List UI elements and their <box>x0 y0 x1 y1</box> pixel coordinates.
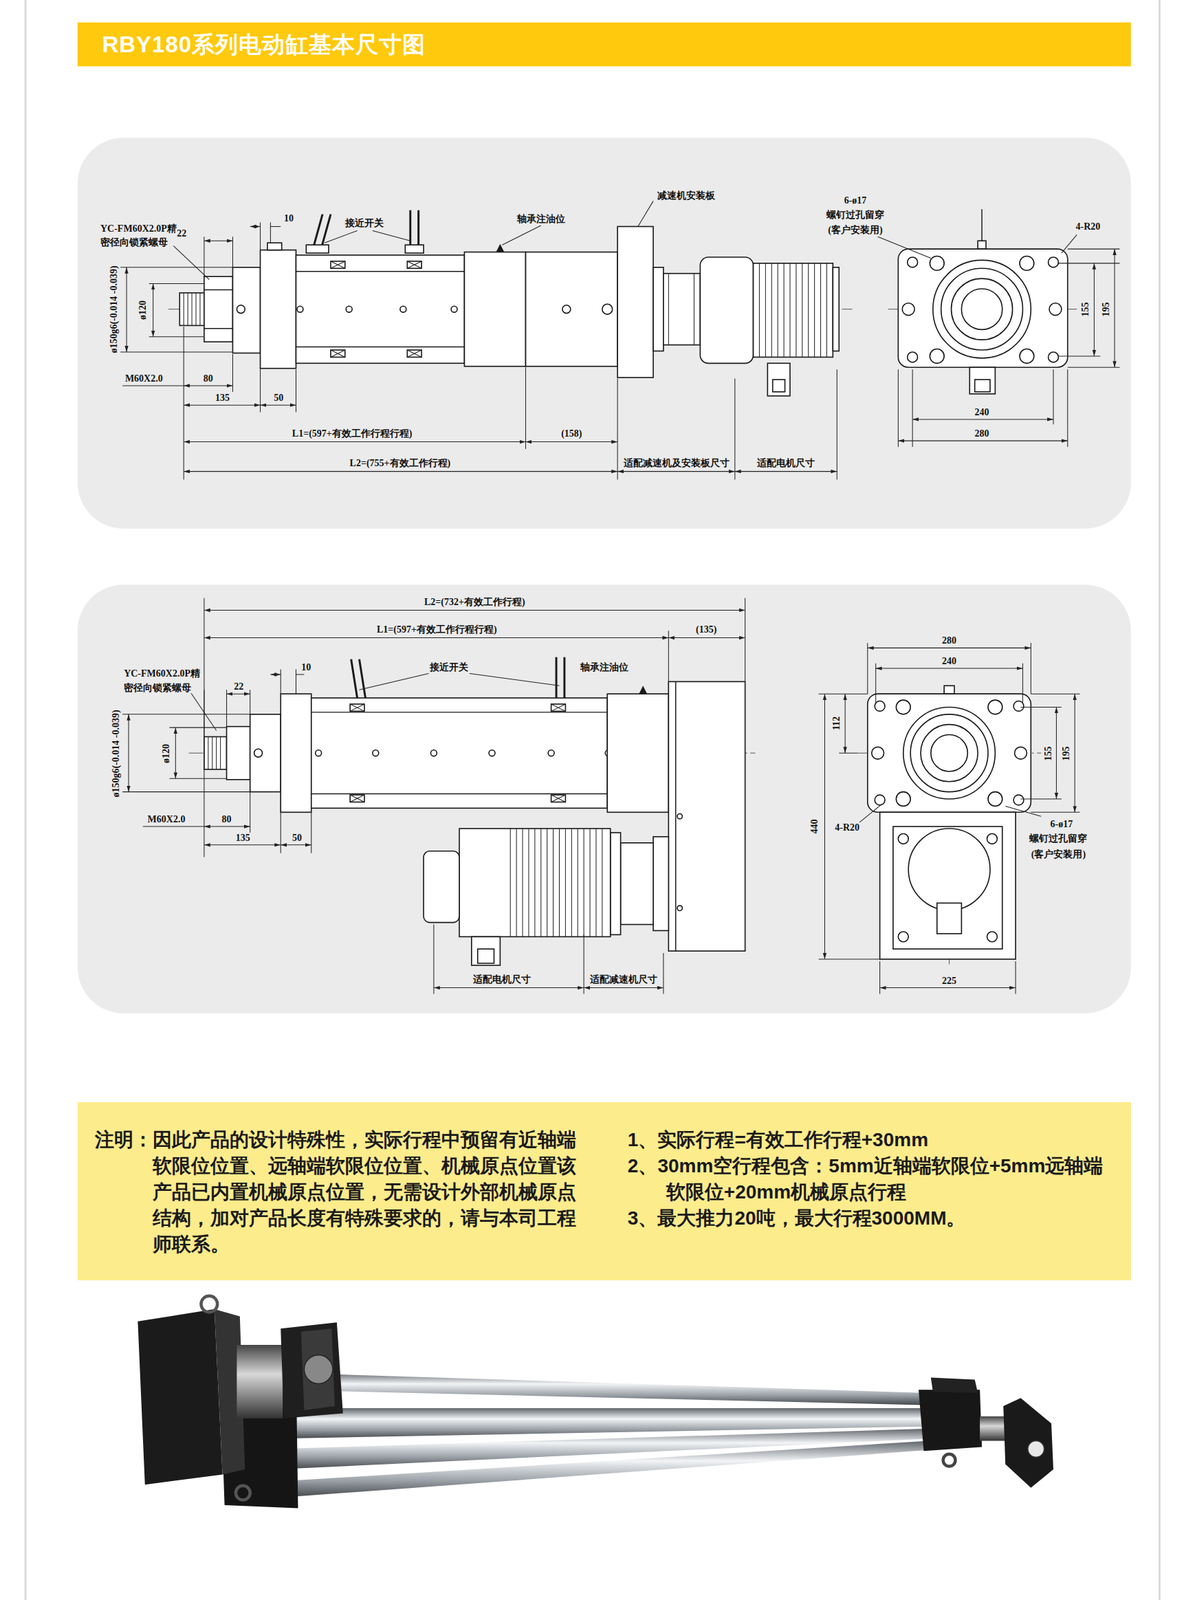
dimension-label: 155 <box>1043 744 1054 762</box>
drawing-label: 10 <box>299 662 313 673</box>
drawing-label: 10 <box>282 213 295 224</box>
dimension-label: ø120 <box>160 742 172 765</box>
drawing-label: 135 <box>234 832 252 843</box>
drawing-label: 225 <box>940 975 958 986</box>
page-frame <box>25 0 1160 1600</box>
drawing-label: 接近开关 <box>428 662 470 673</box>
drawing-label: 4-R20 <box>1074 221 1103 232</box>
drawing-label: L2=(732+有效工作行程) <box>422 596 527 608</box>
drawing-label: 280 <box>940 636 958 647</box>
drawing-label: 适配电机尺寸 <box>471 974 533 985</box>
drawing-label: 轴承注油位 <box>578 662 630 673</box>
dimension-label: 155 <box>1080 300 1092 318</box>
drawing-label: 22 <box>232 681 245 692</box>
drawing-label: 240 <box>973 407 991 418</box>
notes-list: 1、实际行程=有效工作行程+30mm2、30mm空行程包含：5mm近轴端软限位+… <box>627 1126 1120 1232</box>
note-text: 注明：因此产品的设计特殊性，实际行程中预留有近轴端软限位位置、远轴端软限位位置、… <box>94 1126 590 1258</box>
dimension-label: 440 <box>809 818 820 836</box>
drawing-label: 50 <box>272 392 285 403</box>
dimension-label: 112 <box>831 715 843 732</box>
dimension-label: ø120 <box>137 299 148 322</box>
notes-column: 注明：因此产品的设计特殊性，实际行程中预留有近轴端软限位位置、远轴端软限位位置、… <box>94 1126 590 1258</box>
drawing-label: 50 <box>290 832 304 843</box>
drawing-label: (158) <box>559 428 584 439</box>
dimension-label: 195 <box>1061 744 1072 762</box>
drawing-label: 接近开关 <box>343 217 386 229</box>
notes-band: 注明：因此产品的设计特殊性，实际行程中预留有近轴端软限位位置、远轴端软限位位置、… <box>77 1102 1132 1280</box>
drawing-label: YC-FM60X2.0P精 <box>99 223 179 234</box>
drawing-label: 4-R20 <box>833 822 861 833</box>
drawing-label: 减速机安装板 <box>655 190 717 201</box>
drawing-label: L1=(597+有效工作行程行程) <box>375 624 499 635</box>
inline-actuator-side-view <box>120 200 852 480</box>
end-view-top <box>878 209 1121 447</box>
drawing-label: M60X2.0 <box>146 814 188 825</box>
end-view-bottom <box>818 642 1081 995</box>
drawing-label: 80 <box>202 373 215 384</box>
note-item: 2、30mm空行程包含：5mm近轴端软限位+5mm远轴端软限位+20mm机械原点… <box>627 1153 1120 1206</box>
drawing-label: M60X2.0 <box>123 373 165 384</box>
drawing-label: 适配减速机及安装板尺寸 <box>622 457 731 469</box>
drawing-label: 6-ø17 <box>842 195 869 207</box>
title-text: RBY180系列电动缸基本尺寸图 <box>101 28 426 60</box>
drawing-label: 240 <box>940 655 958 667</box>
dimension-label: ø150g6(-0.014 -0.039) <box>109 264 120 355</box>
drawing-label: (135) <box>694 624 718 635</box>
drawing-label: 6-ø17 <box>1049 819 1075 830</box>
product-photo <box>137 1296 1054 1509</box>
drawing-label: 螺钉过孔留穿 <box>825 210 886 221</box>
drawing-label: 135 <box>213 392 232 403</box>
dimension-label: 195 <box>1100 300 1112 318</box>
drawing-label: 密径向锁紧螺母 <box>99 237 170 249</box>
drawing-label: 轴承注油位 <box>515 213 567 225</box>
drawing-label: YC-FM60X2.0P精 <box>122 668 202 679</box>
dimension-label: ø150g6(-0.014 -0.039) <box>111 708 122 799</box>
note-item: 3、最大推力20吨，最大行程3000MM。 <box>627 1205 1120 1232</box>
drawing-label: (客户安装用) <box>826 225 884 236</box>
folded-actuator-side-view <box>122 598 755 995</box>
drawing-label: L1=(597+有效工作行程行程) <box>290 428 414 439</box>
drawing-label: 280 <box>973 428 991 439</box>
drawing-label: 适配减速机尺寸 <box>588 974 659 985</box>
drawing-label: 适配电机尺寸 <box>755 457 817 469</box>
drawing-label: 22 <box>175 228 188 239</box>
drawing-label: 螺钉过孔留穿 <box>1027 834 1089 845</box>
note-item: 1、实际行程=有效工作行程+30mm <box>627 1126 1120 1154</box>
drawing-label: 80 <box>220 814 234 825</box>
drawing-label: L2=(755+有效工作行程) <box>348 457 453 469</box>
drawing-label: 密径向锁紧螺母 <box>122 682 193 694</box>
drawing-label: (客户安装用) <box>1029 849 1088 860</box>
